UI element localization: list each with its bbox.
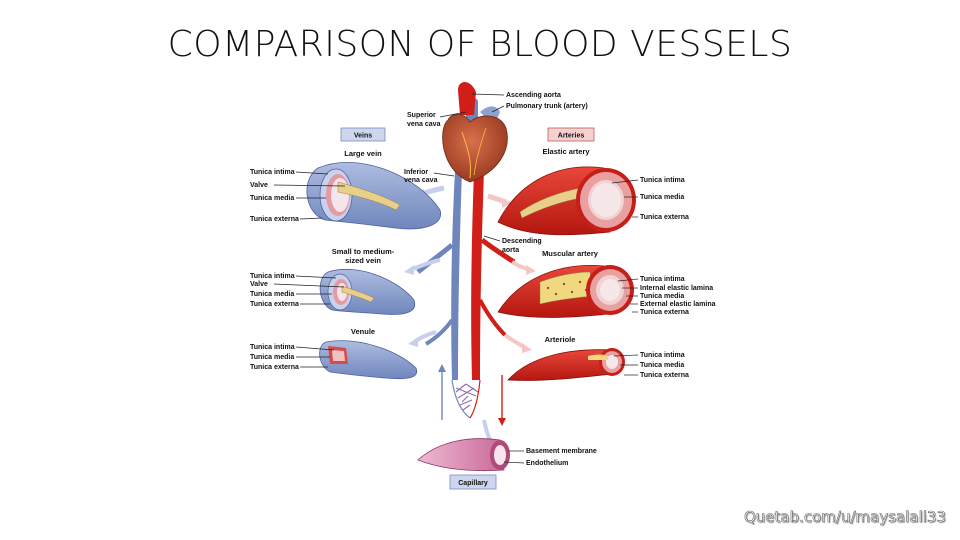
veins-box bbox=[340, 127, 386, 142]
arteries-box bbox=[547, 127, 595, 142]
arteriole-labels: Tunica intima Tunica media Tunica extern… bbox=[613, 352, 689, 379]
capillary-label-basement-membrane: Basement membrane bbox=[526, 448, 597, 455]
venule bbox=[319, 340, 418, 380]
venule-label-externa: Tunica externa bbox=[250, 364, 299, 371]
label-ascending-aorta: Ascending aorta bbox=[506, 92, 561, 99]
small-vein-label-intima: Tunica intima bbox=[250, 273, 295, 280]
capillary-vessel bbox=[417, 438, 510, 472]
large-vein-labels: Tunica intima Valve Tunica media Tunica … bbox=[250, 169, 346, 223]
label-superior-vena-cava-1: Superior bbox=[407, 112, 436, 119]
small-vein-label-valve: Valve bbox=[250, 281, 268, 288]
large-vein-label-valve: Valve bbox=[250, 182, 268, 189]
muscular-artery bbox=[497, 265, 634, 318]
small-vein bbox=[319, 268, 416, 315]
capillary-box-label: Capillary bbox=[458, 480, 488, 487]
veins-box-label: Veins bbox=[354, 133, 372, 140]
arrow-icon bbox=[526, 265, 536, 275]
down-arrow-icon bbox=[498, 418, 506, 426]
venule-labels: Tunica intima Tunica media Tunica extern… bbox=[250, 344, 335, 371]
label-superior-vena-cava-2: vena cava bbox=[407, 121, 441, 128]
up-arrow-icon bbox=[438, 364, 446, 372]
arteriole-label-intima: Tunica intima bbox=[640, 352, 685, 359]
arrow-icon bbox=[502, 198, 512, 208]
elastic-artery-labels: Tunica intima Tunica media Tunica extern… bbox=[611, 177, 689, 221]
label-inferior-vena-cava-2: vena cava bbox=[404, 177, 438, 184]
arrow-icon bbox=[408, 337, 418, 347]
label-descending-aorta-2: aorta bbox=[502, 247, 519, 254]
heart-labels: Ascending aorta Pulmonary trunk (artery)… bbox=[404, 92, 588, 254]
label-pulmonary-trunk: Pulmonary trunk (artery) bbox=[506, 103, 588, 110]
venule-title: Venule bbox=[351, 327, 375, 336]
large-vein-label-externa: Tunica externa bbox=[250, 216, 299, 223]
elastic-artery-label-media: Tunica media bbox=[640, 194, 684, 201]
small-vein-title-line2: sized vein bbox=[345, 256, 381, 265]
arteriole bbox=[507, 348, 625, 381]
venule-label-media: Tunica media bbox=[250, 354, 294, 361]
large-vein-label-intima: Tunica intima bbox=[250, 169, 295, 176]
capillary-label-endothelium: Endothelium bbox=[526, 460, 568, 467]
elastic-artery-label-externa: Tunica externa bbox=[640, 214, 689, 221]
heart-illustration bbox=[442, 113, 508, 183]
muscular-artery-label-intima: Tunica intima bbox=[640, 276, 685, 283]
elastic-artery-title: Elastic artery bbox=[542, 147, 590, 156]
capillary-labels: Basement membrane Endothelium bbox=[503, 448, 597, 467]
small-vein-label-media: Tunica media bbox=[250, 291, 294, 298]
slide-title: COMPARISON OF BLOOD VESSELS bbox=[167, 24, 793, 65]
elastic-artery-label-intima: Tunica intima bbox=[640, 177, 685, 184]
muscular-artery-label-internal-lamina: Internal elastic lamina bbox=[640, 285, 713, 292]
arteriole-label-externa: Tunica externa bbox=[640, 372, 689, 379]
label-inferior-vena-cava-1: Inferior bbox=[404, 169, 428, 176]
large-vein bbox=[306, 161, 442, 230]
arteriole-label-media: Tunica media bbox=[640, 362, 684, 369]
ascending-aorta bbox=[458, 82, 476, 115]
capillary-box bbox=[449, 474, 497, 490]
small-vein-title-line1: Small to medium- bbox=[332, 247, 395, 256]
arrow-icon bbox=[522, 343, 532, 353]
label-descending-aorta-1: Descending bbox=[502, 238, 542, 245]
elastic-artery bbox=[497, 166, 636, 236]
small-vein-label-externa: Tunica externa bbox=[250, 301, 299, 308]
capillary-bed bbox=[451, 379, 481, 419]
central-artery-trunk bbox=[458, 82, 516, 380]
small-vein-labels: Tunica intima Valve Tunica media Tunica … bbox=[250, 273, 345, 308]
muscular-artery-title: Muscular artery bbox=[542, 249, 599, 258]
large-vein-label-media: Tunica media bbox=[250, 195, 294, 202]
muscular-artery-label-media: Tunica media bbox=[640, 293, 684, 300]
muscular-artery-label-external-lamina: External elastic lamina bbox=[640, 301, 716, 308]
arteries-box-label: Arteries bbox=[558, 133, 585, 140]
muscular-artery-labels: Tunica intima Internal elastic lamina Tu… bbox=[617, 276, 716, 316]
arteriole-title: Arteriole bbox=[545, 335, 576, 344]
muscular-artery-label-externa: Tunica externa bbox=[640, 309, 689, 316]
large-vein-title: Large vein bbox=[344, 149, 382, 158]
branch-arrow-capillary bbox=[482, 419, 492, 441]
arrow-icon bbox=[404, 265, 414, 275]
watermark: Quetab.com/u/maysalali33 bbox=[743, 508, 947, 527]
venule-label-intima: Tunica intima bbox=[250, 344, 295, 351]
